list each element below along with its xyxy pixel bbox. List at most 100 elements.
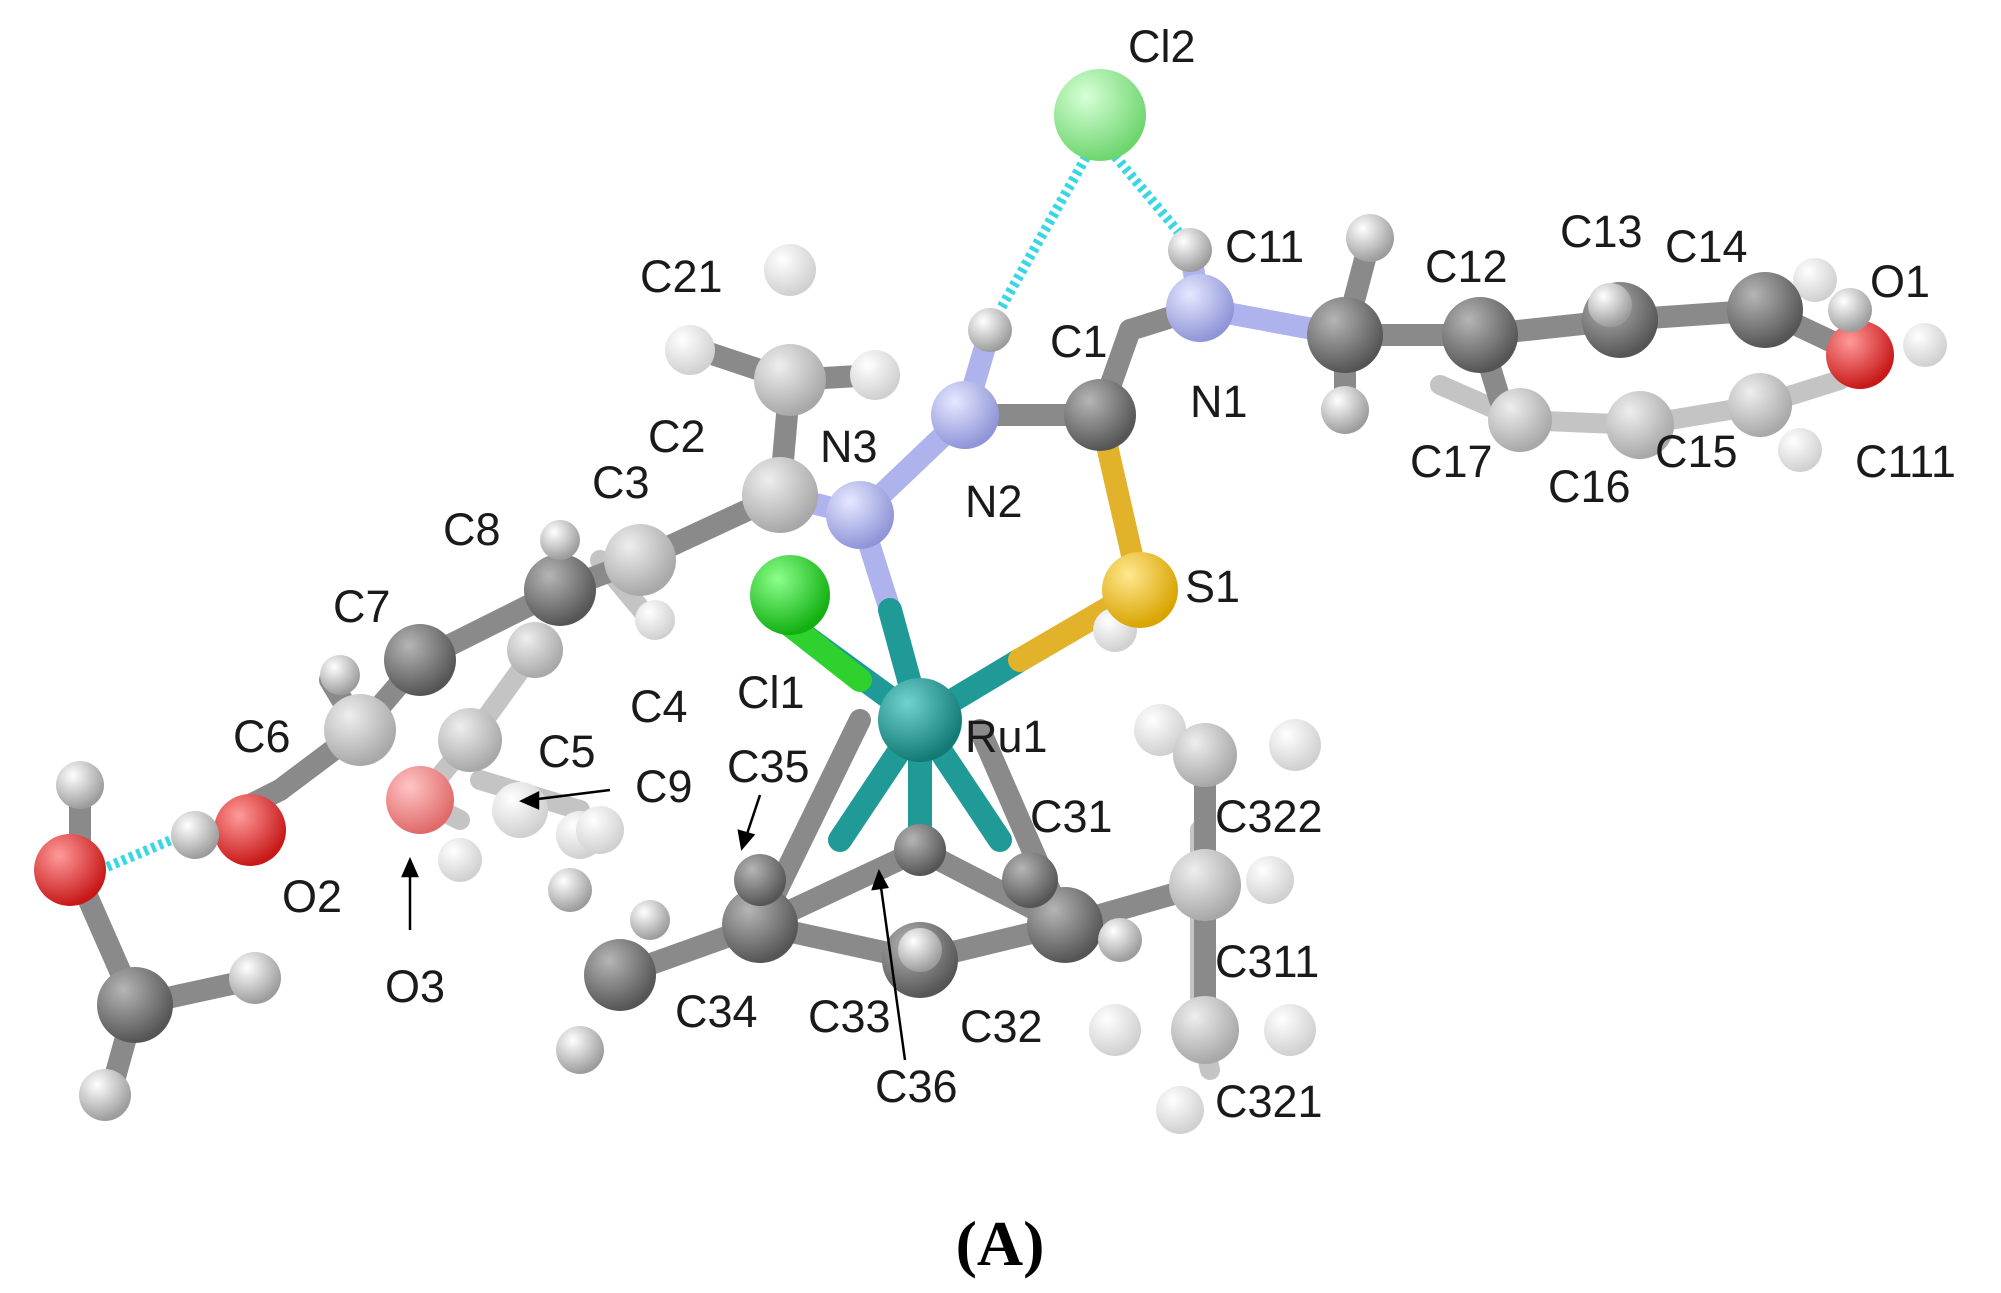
- atom-n3: [826, 481, 894, 549]
- atom-h: [1346, 214, 1394, 262]
- atom-h: [1168, 228, 1212, 272]
- atom-h: [635, 600, 675, 640]
- atom-label-s1: S1: [1185, 561, 1240, 612]
- atom-o-methanol: [34, 834, 106, 906]
- panel-label: (A): [956, 1208, 1045, 1279]
- atom-label-c12: C12: [1425, 241, 1508, 292]
- atom-h: [548, 868, 592, 912]
- hbond-cl2-hn1: [1106, 146, 1189, 244]
- hbond-cl2-hn2: [995, 147, 1095, 313]
- atom-h: [1089, 1004, 1141, 1056]
- atom-ru1: [878, 678, 962, 762]
- atom-h: [1828, 288, 1872, 332]
- atom-h: [1264, 1004, 1316, 1056]
- atom-h: [229, 952, 281, 1004]
- atom-labels: Cl2 C21 C11 C12 C13 C14 O1 C1 N1 C2 N3 C…: [233, 21, 1956, 1127]
- atom-label-c322: C322: [1215, 791, 1323, 842]
- atom-n2: [931, 381, 999, 449]
- atom-c-methyl: [584, 939, 656, 1011]
- atom-label-n3: N3: [820, 421, 878, 472]
- atom-label-c1: C1: [1050, 316, 1108, 367]
- atom-c34: [722, 887, 798, 963]
- atoms: [34, 69, 1947, 1134]
- atom-label-n2: N2: [965, 476, 1023, 527]
- atom-cl2: [1054, 69, 1146, 161]
- atom-label-c11: C11: [1225, 221, 1304, 272]
- atom-h: [1793, 258, 1837, 302]
- atom-h: [1778, 428, 1822, 472]
- atom-label-c9: C9: [635, 761, 693, 812]
- atom-cl1: [750, 555, 830, 635]
- arrow-head: [737, 829, 756, 851]
- arrow-head: [519, 790, 540, 810]
- atom-h: [665, 325, 715, 375]
- atom-c5: [438, 708, 502, 772]
- atom-label-c8: C8: [443, 504, 501, 555]
- atom-label-c21: C21: [640, 251, 723, 302]
- atom-label-c31: C31: [1030, 791, 1113, 842]
- atom-c36: [894, 824, 946, 876]
- atom-label-c311: C311: [1215, 936, 1319, 987]
- atom-label-c35: C35: [727, 741, 810, 792]
- atom-label-c17: C17: [1410, 436, 1493, 487]
- atom-label-c3: C3: [592, 457, 650, 508]
- atom-h: [764, 244, 816, 296]
- atom-c8: [524, 554, 596, 626]
- atom-h: [576, 806, 624, 854]
- atom-label-c5: C5: [538, 726, 596, 777]
- atom-h: [850, 350, 900, 400]
- hydrogen-bonds: [98, 146, 1189, 875]
- atom-label-c2: C2: [648, 411, 706, 462]
- atom-c35: [734, 854, 786, 906]
- atom-c2: [742, 457, 818, 533]
- atom-c12: [1442, 297, 1518, 373]
- atom-h: [1269, 719, 1321, 771]
- atom-h: [1098, 918, 1142, 962]
- atom-label-c16: C16: [1548, 461, 1631, 512]
- atom-label-c36: C36: [875, 1061, 958, 1112]
- atom-c322: [1173, 723, 1237, 787]
- atom-label-o2: O2: [282, 871, 342, 922]
- atom-label-cl2: Cl2: [1128, 21, 1196, 72]
- atom-h: [556, 1026, 604, 1074]
- atom-n1: [1166, 274, 1234, 342]
- atom-c-methanol: [97, 967, 173, 1043]
- atom-h: [1903, 323, 1947, 367]
- atom-c321: [1171, 996, 1239, 1064]
- atom-label-c4: C4: [630, 681, 688, 732]
- atom-c15: [1728, 373, 1792, 437]
- atom-label-o1: O1: [1870, 256, 1930, 307]
- atom-c32: [1027, 887, 1103, 963]
- hbond-o2-methanol: [98, 825, 197, 875]
- atom-h: [968, 308, 1012, 352]
- arrow-head: [871, 868, 889, 891]
- atom-label-c6: C6: [233, 711, 291, 762]
- atom-c17: [1488, 388, 1552, 452]
- label-arrows: [401, 788, 907, 1061]
- atom-c1: [1064, 379, 1136, 451]
- atom-o3: [386, 766, 454, 834]
- atom-label-n1: N1: [1190, 376, 1248, 427]
- atom-h: [56, 761, 104, 809]
- atom-c31: [1002, 852, 1058, 908]
- atom-label-c32: C32: [960, 1001, 1043, 1052]
- atom-h: [438, 838, 482, 882]
- atom-c7: [384, 624, 456, 696]
- arrow-c9: [529, 788, 611, 802]
- atom-label-c14: C14: [1665, 221, 1748, 272]
- atom-s1: [1102, 552, 1178, 628]
- atom-c21: [754, 344, 826, 416]
- atom-h: [171, 811, 219, 859]
- atom-c11: [1307, 297, 1383, 373]
- atom-label-c7: C7: [333, 581, 391, 632]
- atom-label-c34: C34: [675, 986, 758, 1037]
- atom-h: [1246, 856, 1294, 904]
- arrow-c36: [878, 879, 907, 1061]
- atom-c3: [604, 524, 676, 596]
- atom-label-c321: C321: [1215, 1076, 1323, 1127]
- atom-label-cl1: Cl1: [737, 667, 805, 718]
- arrow-head: [401, 856, 419, 878]
- atom-o1: [1826, 321, 1894, 389]
- atom-h: [79, 1069, 131, 1121]
